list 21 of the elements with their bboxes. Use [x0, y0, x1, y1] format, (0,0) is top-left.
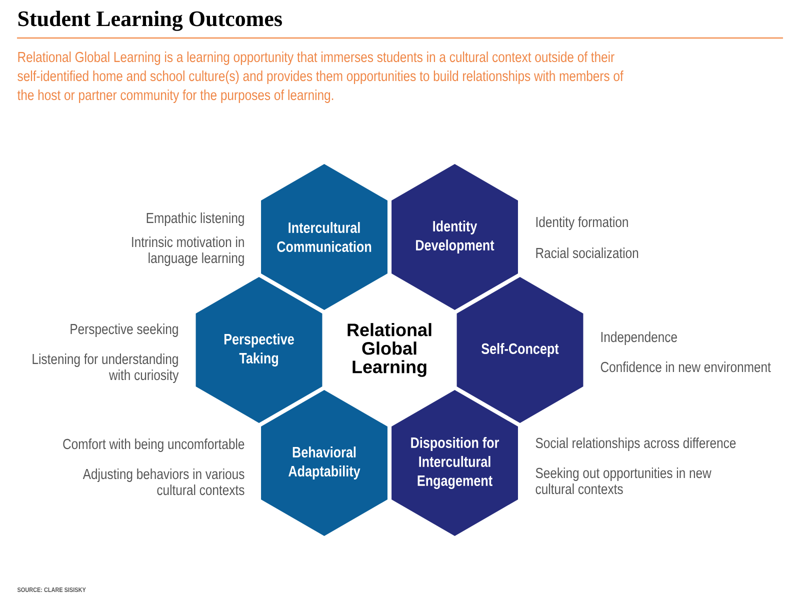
- outcome-label: Confidence in new environment: [600, 361, 771, 372]
- outcome-label: Intrinsic motivation in language learning: [132, 236, 244, 266]
- outcome-label: Seeking out opportunities in new cultural contexts: [536, 467, 712, 494]
- title: Student Learning Outcomes: [18, 10, 282, 31]
- outcome-label: Social relationships across difference: [536, 437, 736, 451]
- hexagon: Self-Concept: [456, 277, 584, 423]
- outcome-label: Comfort with being uncomfortable: [63, 438, 244, 452]
- outcome-label: Listening for understanding with curiosity: [32, 353, 179, 383]
- intro-text: Relational Global Learning is a learning opportunity that immerses students in a cultural context outside of their self-identified home and school culture(s) and provides them opportunities to build relationships with members of the host or partner community for the purposes of learning.: [17, 51, 624, 103]
- outcome-label: Identity formation: [536, 216, 628, 230]
- outcome-label: Adjusting behaviors in various cultural contexts: [82, 468, 244, 496]
- outcome-label: Empathic listening: [146, 212, 244, 226]
- center-label: Relational Global Learning: [348, 323, 432, 377]
- outcome-label: Racial socialization: [536, 247, 638, 258]
- hexagon: Identity Development: [392, 164, 518, 310]
- hexagon: Perspective Taking: [196, 277, 322, 423]
- outcome-label: Independence: [601, 331, 677, 345]
- outcome-label: Perspective seeking: [70, 323, 178, 337]
- hexagon: Intercultural Communication: [261, 164, 388, 310]
- hexagon: Behavioral Adaptability: [261, 390, 388, 536]
- hexagon: Disposition for Intercultural Engagement: [392, 390, 518, 536]
